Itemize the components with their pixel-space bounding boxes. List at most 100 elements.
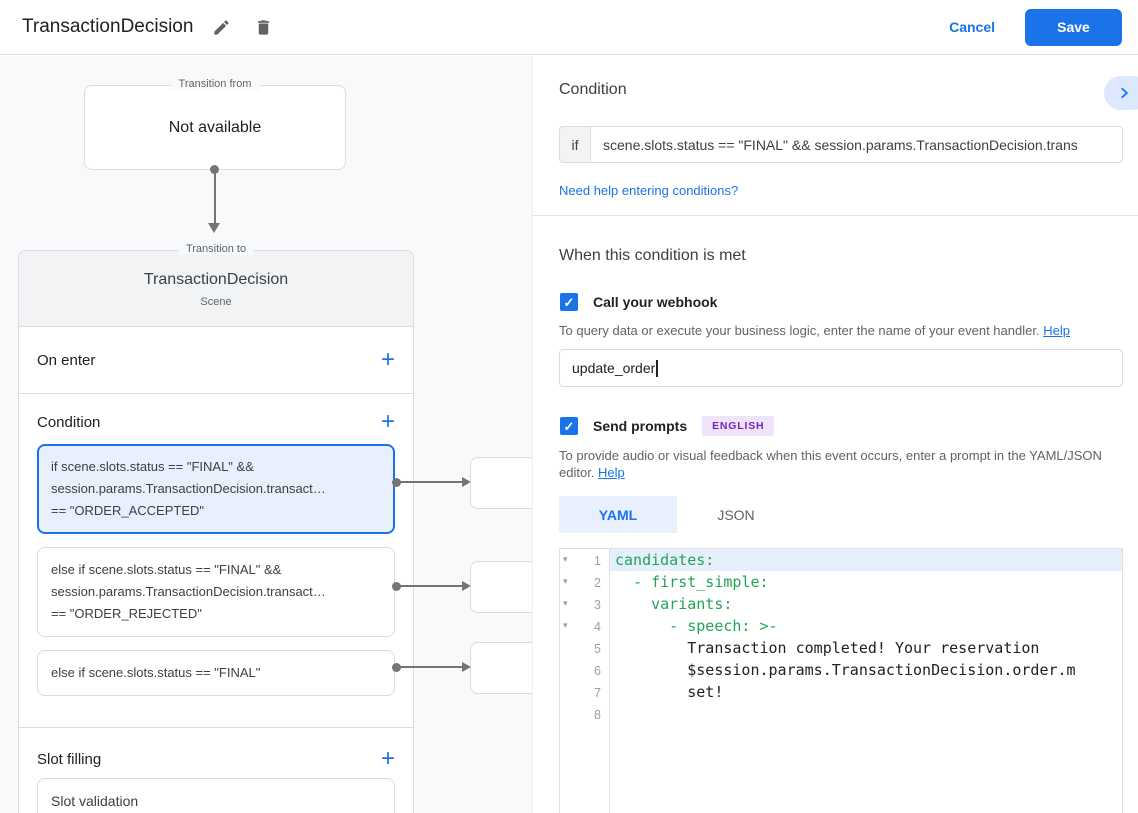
add-icon: + [380,745,395,772]
connector-line [399,481,463,483]
text-cursor [656,359,658,377]
check-icon: ✓ [563,418,575,434]
editor-code-line: - first_simple: [615,573,769,591]
language-badge: ENGLISH [702,416,775,436]
scene-header[interactable]: TransactionDecision Scene [19,251,413,327]
line-number: 3 [594,598,601,612]
condition-card-line: == "ORDER_REJECTED" [51,606,202,621]
tab-json[interactable]: JSON [717,506,755,523]
condition-card-line: == "ORDER_ACCEPTED" [51,503,204,518]
chevron-right-icon [1121,87,1129,99]
add-icon: + [380,408,395,435]
trash-icon [257,19,269,35]
editor-gutter-cell: ▾4 [560,615,610,637]
editor-line: ▾3 variants: [560,593,1122,615]
editor-gutter-background [560,549,610,813]
webhook-name-input[interactable]: update_order [559,349,1123,387]
editor-gutter-cell: ▾2 [560,571,610,593]
tab-yaml[interactable]: YAML [559,496,677,533]
connector-arrowhead-icon [462,581,471,591]
save-button[interactable]: Save [1025,8,1122,46]
section-divider [533,215,1138,216]
transition-to-node: Transition to TransactionDecision Scene … [18,243,414,813]
condition-card-list: if scene.slots.status == "FINAL" && sessi… [19,444,413,696]
check-icon: ✓ [563,294,575,310]
add-on-enter-button[interactable]: + [381,348,395,372]
connector-line [213,169,216,224]
line-number: 8 [594,708,601,722]
webhook-checkbox[interactable]: ✓ [560,293,578,311]
transition-to-legend: Transition to [177,243,255,255]
editor-line: 6 $session.params.TransactionDecision.or… [560,659,1122,681]
send-prompts-label[interactable]: Send prompts [593,418,688,434]
webhook-description: To query data or execute your business l… [559,322,1070,339]
line-number: 2 [594,576,601,590]
condition-expression-input[interactable] [590,126,1123,163]
line-number: 5 [594,642,601,656]
editor-line: 8 [560,703,1122,725]
transition-from-legend: Transition from [170,78,260,90]
transition-target-box[interactable] [470,561,532,613]
condition-panel: Condition if Need help entering conditio… [532,56,1138,813]
slot-validation-card[interactable]: Slot validation [37,778,395,813]
transition-target-box[interactable] [470,642,532,694]
webhook-name-value: update_order [572,360,656,376]
delete-button[interactable] [249,13,277,41]
transition-target-box[interactable] [470,457,532,509]
fold-arrow-icon[interactable]: ▾ [563,577,568,587]
panel-title: Condition [559,81,627,98]
if-prefix-label: if [559,126,590,163]
connector-arrowhead-icon [462,662,471,672]
fold-arrow-icon[interactable]: ▾ [563,555,568,565]
transition-from-content: Not available [168,118,262,136]
fold-arrow-icon[interactable]: ▾ [563,621,568,631]
editor-code-line: Transaction completed! Your reservation [615,639,1040,657]
condition-card[interactable]: else if scene.slots.status == "FINAL" [37,650,395,696]
editor-gutter-cell: ▾3 [560,593,610,615]
condition-card-line: if scene.slots.status == "FINAL" && [51,459,254,474]
add-condition-button[interactable]: + [381,410,395,434]
editor-code-line: variants: [615,595,733,613]
webhook-help-link[interactable]: Help [1043,323,1070,338]
editor-line: 7 set! [560,681,1122,703]
condition-card[interactable]: else if scene.slots.status == "FINAL" &&… [37,547,395,637]
add-icon: + [380,346,395,373]
scene-subtitle: Scene [200,296,232,308]
editor-code-line: set! [615,683,724,701]
collapse-panel-button[interactable] [1104,76,1138,110]
editor-gutter-cell: 7 [560,681,610,703]
editor-gutter-cell: 8 [560,703,610,725]
pencil-icon [214,19,229,35]
condition-card-line: else if scene.slots.status == "FINAL" && [51,562,282,577]
connector-dot [392,662,401,672]
when-met-heading: When this condition is met [559,247,746,264]
condition-help-link[interactable]: Need help entering conditions? [559,183,739,198]
cancel-button[interactable]: Cancel [949,19,995,35]
section-condition: Condition + if scene.slots.status == "FI… [19,394,413,728]
condition-card[interactable]: if scene.slots.status == "FINAL" && sessi… [37,444,395,534]
send-prompts-checkbox[interactable]: ✓ [560,417,578,435]
transition-from-node: Transition from Not available [84,78,346,170]
connector-dot [392,581,401,591]
line-number: 4 [594,620,601,634]
condition-card-line: session.params.TransactionDecision.trans… [51,481,326,496]
send-prompts-row: ✓ Send prompts ENGLISH [560,416,775,436]
editor-code-line [610,703,1122,725]
webhook-description-text: To query data or execute your business l… [559,323,1040,338]
prompts-help-link[interactable]: Help [598,465,625,480]
webhook-label[interactable]: Call your webhook [593,294,718,310]
connector-line [399,666,463,668]
on-enter-label: On enter [37,351,96,369]
fold-arrow-icon[interactable]: ▾ [563,599,568,609]
editor-gutter-cell: 5 [560,637,610,659]
slot-filling-label: Slot filling [37,750,102,768]
line-number: 7 [594,686,601,700]
add-slot-button[interactable]: + [381,747,395,771]
editor-gutter-cell: 6 [560,659,610,681]
line-number: 1 [594,554,601,568]
edit-button[interactable] [207,13,235,41]
section-on-enter: On enter + [19,327,413,394]
condition-expression-row: if [559,126,1123,163]
